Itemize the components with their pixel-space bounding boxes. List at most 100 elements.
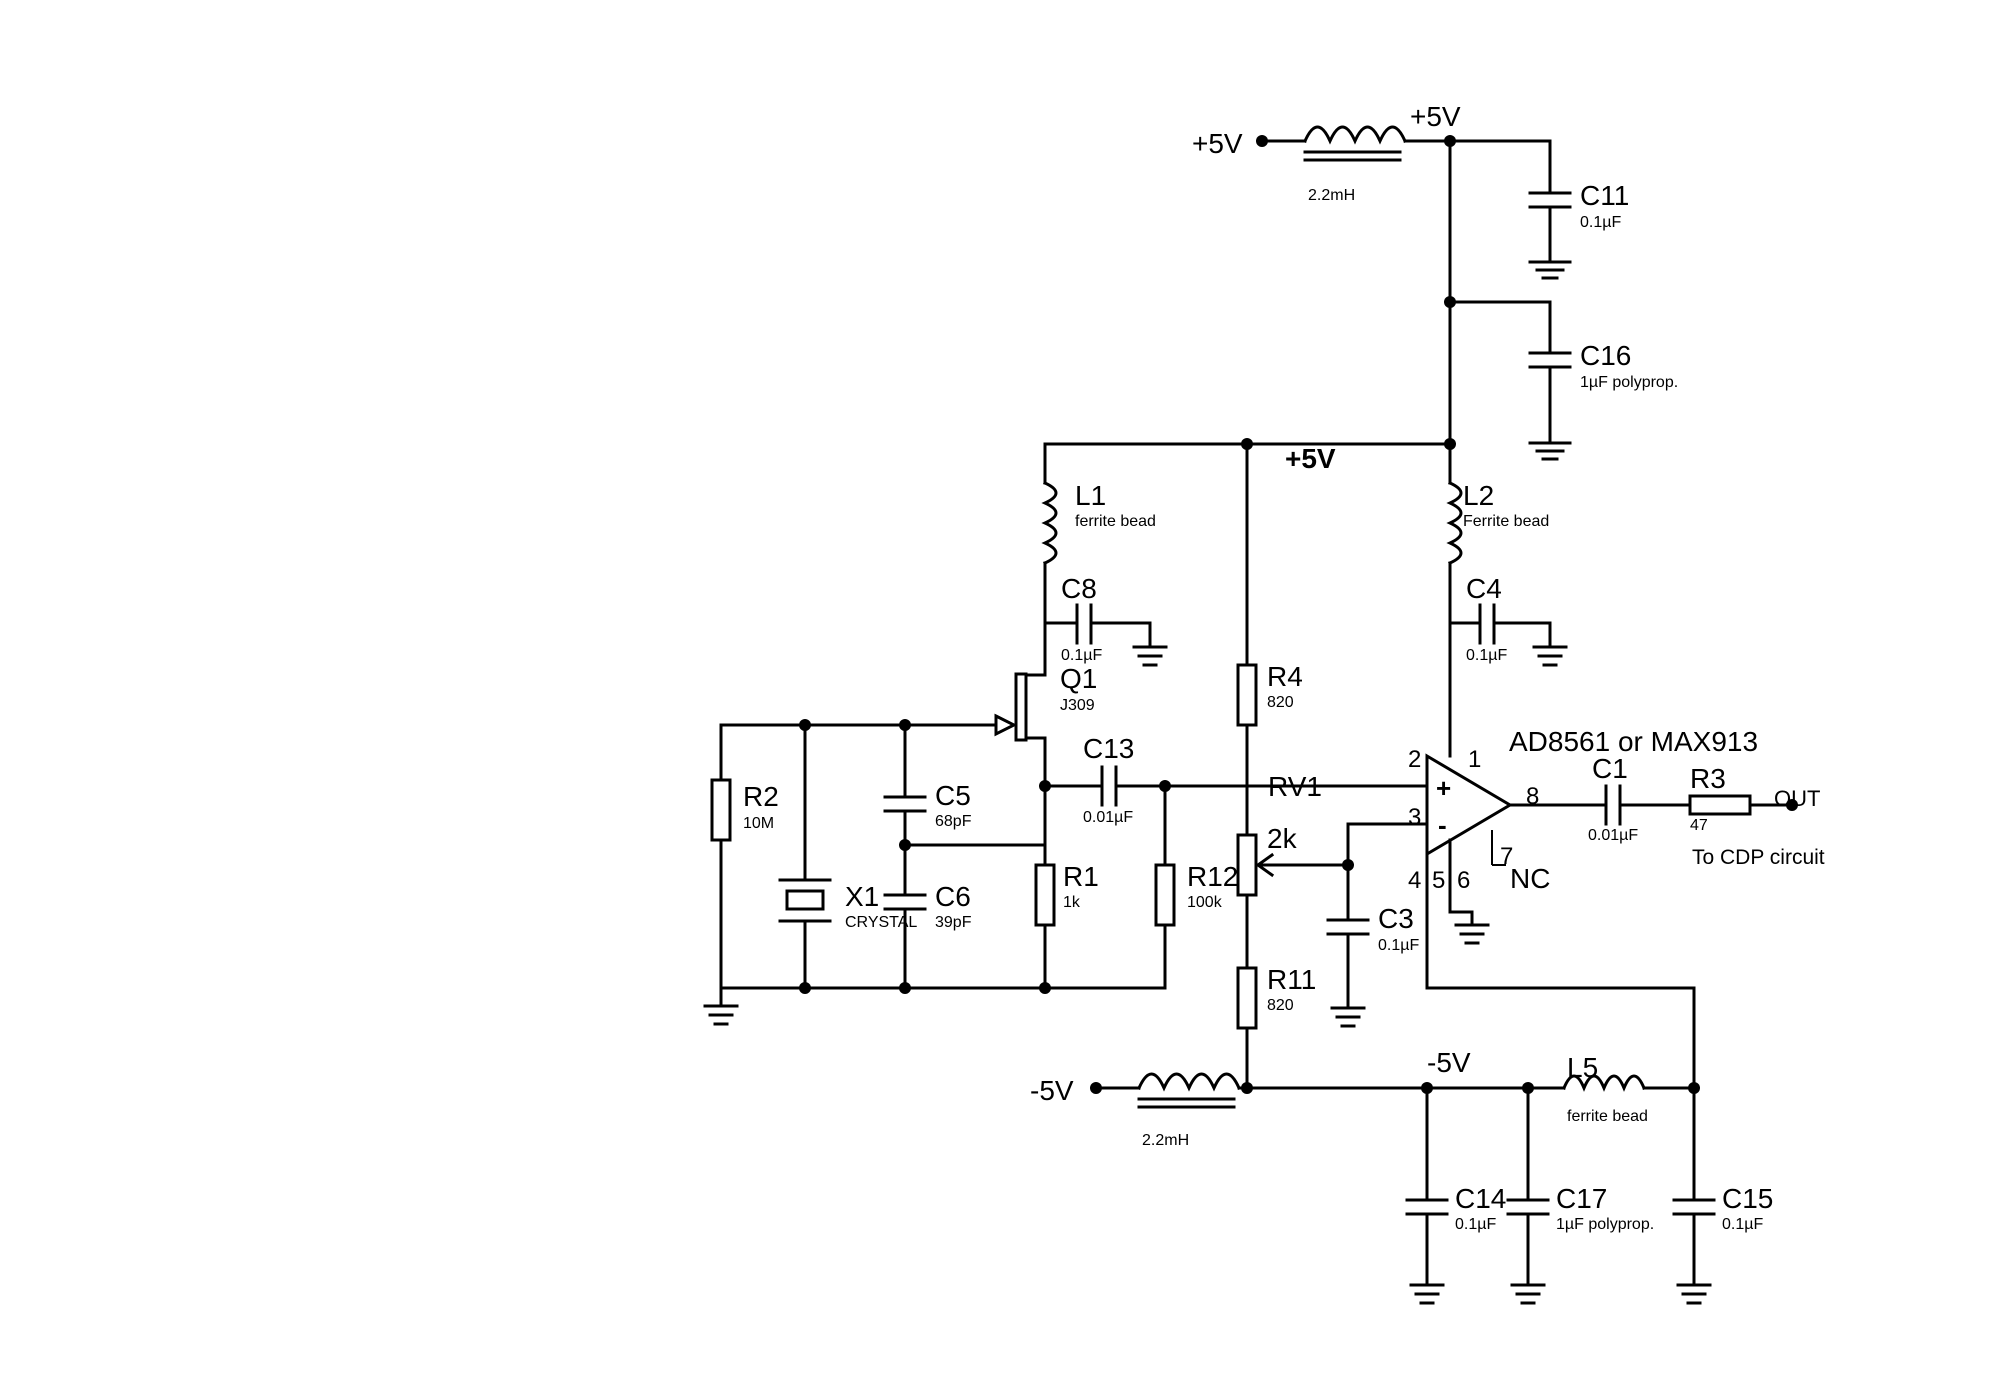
C15-value: 0.1µF bbox=[1722, 1216, 1763, 1233]
R3-ref: R3 bbox=[1690, 763, 1726, 794]
C8-ref: C8 bbox=[1061, 573, 1097, 604]
R3-value: 47 bbox=[1690, 817, 1708, 834]
C13-value: 0.01µF bbox=[1083, 809, 1133, 826]
opamp-pin-1: 1 bbox=[1468, 746, 1481, 773]
L5-value: ferrite bead bbox=[1567, 1108, 1648, 1125]
R1-value: 1k bbox=[1063, 894, 1081, 911]
inductor-L1: L1 ferrite bead bbox=[1041, 480, 1156, 565]
ground-left bbox=[703, 986, 739, 1026]
neg-supply-input: -5V bbox=[1030, 1075, 1141, 1106]
opamp-part-label: AD8561 or MAX913 bbox=[1509, 726, 1758, 757]
opamp-nc-label: NC bbox=[1510, 863, 1550, 894]
capacitor-C11: C11 0.1µF bbox=[1448, 139, 1629, 280]
output-note: To CDP circuit bbox=[1692, 846, 1825, 869]
C8-value: 0.1µF bbox=[1061, 647, 1102, 664]
capacitor-C4: C4 0.1µF bbox=[1448, 573, 1568, 667]
RV1-value: 2k bbox=[1267, 823, 1298, 854]
R1-ref: R1 bbox=[1063, 861, 1099, 892]
RV1-ref: RV1 bbox=[1268, 771, 1322, 802]
top-choke-value: 2.2mH bbox=[1308, 187, 1355, 204]
opamp-plus-sign: + bbox=[1436, 773, 1451, 803]
capacitor-C8: C8 0.1µF bbox=[1043, 573, 1168, 667]
opamp-minus-sign: - bbox=[1438, 810, 1447, 840]
capacitor-C5: C5 68pF bbox=[883, 723, 972, 897]
output-label: OUT bbox=[1774, 786, 1820, 811]
resistor-R11: R11 820 bbox=[1236, 964, 1316, 1090]
L1-ref: L1 bbox=[1075, 480, 1106, 511]
opamp-pin-6: 6 bbox=[1457, 867, 1470, 894]
pos-supply-input: +5V bbox=[1192, 128, 1307, 159]
R4-ref: R4 bbox=[1267, 661, 1303, 692]
L5-ref: L5 bbox=[1567, 1052, 1598, 1083]
capacitor-C1: C1 0.01µF bbox=[1588, 753, 1692, 844]
capacitor-C13: C13 0.01µF bbox=[1043, 733, 1167, 826]
resistor-R3: R3 47 bbox=[1688, 763, 1794, 834]
C6-ref: C6 bbox=[935, 881, 971, 912]
top-choke-inductor: 2.2mH bbox=[1303, 125, 1452, 204]
C6-value: 39pF bbox=[935, 914, 972, 931]
C3-ref: C3 bbox=[1378, 903, 1414, 934]
R11-ref: R11 bbox=[1267, 964, 1316, 995]
resistor-R12: R12 100k bbox=[1154, 784, 1238, 990]
X1-ref: X1 bbox=[845, 881, 879, 912]
pos-supply-label: +5V bbox=[1192, 128, 1243, 159]
capacitor-C15: C15 0.1µF bbox=[1672, 1086, 1773, 1305]
L1-value: ferrite bead bbox=[1075, 513, 1156, 530]
C17-value: 1µF polyprop. bbox=[1556, 1216, 1654, 1233]
Q1-ref: Q1 bbox=[1060, 663, 1097, 694]
crystal-X1: X1 CRYSTAL bbox=[778, 723, 917, 990]
C16-ref: C16 bbox=[1580, 340, 1631, 371]
R2-value: 10M bbox=[743, 815, 774, 832]
potentiometer-RV1: RV1 2k bbox=[1236, 771, 1350, 970]
capacitor-C17: C17 1µF polyprop. bbox=[1506, 1086, 1654, 1305]
C4-ref: C4 bbox=[1466, 573, 1502, 604]
resistor-R4: R4 820 bbox=[1236, 442, 1303, 837]
capacitor-C14: C14 0.1µF bbox=[1405, 1086, 1506, 1305]
opamp-pin-5: 5 bbox=[1432, 867, 1445, 894]
Q1-value: J309 bbox=[1060, 697, 1095, 714]
R11-value: 820 bbox=[1267, 997, 1294, 1014]
C1-ref: C1 bbox=[1592, 753, 1628, 784]
opamp-pin-8: 8 bbox=[1526, 783, 1539, 810]
C3-value: 0.1µF bbox=[1378, 937, 1419, 954]
C13-ref: C13 bbox=[1083, 733, 1134, 764]
jfet-Q1: Q1 J309 bbox=[719, 663, 1097, 788]
neg-supply-label: -5V bbox=[1030, 1075, 1074, 1106]
neg-rail-label: -5V bbox=[1427, 1047, 1471, 1078]
R2-ref: R2 bbox=[743, 781, 779, 812]
R12-ref: R12 bbox=[1187, 861, 1238, 892]
C11-value: 0.1µF bbox=[1580, 214, 1621, 231]
X1-value: CRYSTAL bbox=[845, 914, 917, 931]
C4-value: 0.1µF bbox=[1466, 647, 1507, 664]
resistor-R1: R1 1k bbox=[1034, 784, 1099, 990]
C14-ref: C14 bbox=[1455, 1183, 1506, 1214]
resistor-R2: R2 10M bbox=[710, 723, 779, 990]
capacitor-C6: C6 39pF bbox=[883, 881, 972, 990]
bottom-choke-value: 2.2mH bbox=[1142, 1132, 1189, 1149]
C15-ref: C15 bbox=[1722, 1183, 1773, 1214]
C5-value: 68pF bbox=[935, 813, 972, 830]
capacitor-C16: C16 1µF polyprop. bbox=[1448, 300, 1678, 461]
opamp-pin-2: 2 bbox=[1408, 746, 1421, 773]
pos-rail-mid-label: +5V bbox=[1285, 443, 1336, 474]
C5-ref: C5 bbox=[935, 780, 971, 811]
inductor-L2: L2 Ferrite bead bbox=[1446, 480, 1549, 565]
C1-value: 0.01µF bbox=[1588, 827, 1638, 844]
C16-value: 1µF polyprop. bbox=[1580, 374, 1678, 391]
opamp-pin-3: 3 bbox=[1408, 804, 1421, 831]
C17-ref: C17 bbox=[1556, 1183, 1607, 1214]
R12-value: 100k bbox=[1187, 894, 1223, 911]
pos-rail-label: +5V bbox=[1410, 101, 1461, 132]
R4-value: 820 bbox=[1267, 694, 1294, 711]
inductor-L5: L5 ferrite bead bbox=[1562, 1052, 1696, 1125]
capacitor-C3: C3 0.1µF bbox=[1326, 903, 1419, 1028]
comparator-opamp: + - AD8561 or MAX913 1 2 3 4 5 6 7 8 NC bbox=[1408, 726, 1758, 894]
opamp-pin-7: 7 bbox=[1500, 843, 1513, 870]
bottom-choke-inductor: 2.2mH bbox=[1137, 1072, 1429, 1149]
opamp-pin-4: 4 bbox=[1408, 867, 1421, 894]
L2-value: Ferrite bead bbox=[1463, 513, 1549, 530]
C14-value: 0.1µF bbox=[1455, 1216, 1496, 1233]
L2-ref: L2 bbox=[1463, 480, 1494, 511]
C11-ref: C11 bbox=[1580, 180, 1629, 211]
